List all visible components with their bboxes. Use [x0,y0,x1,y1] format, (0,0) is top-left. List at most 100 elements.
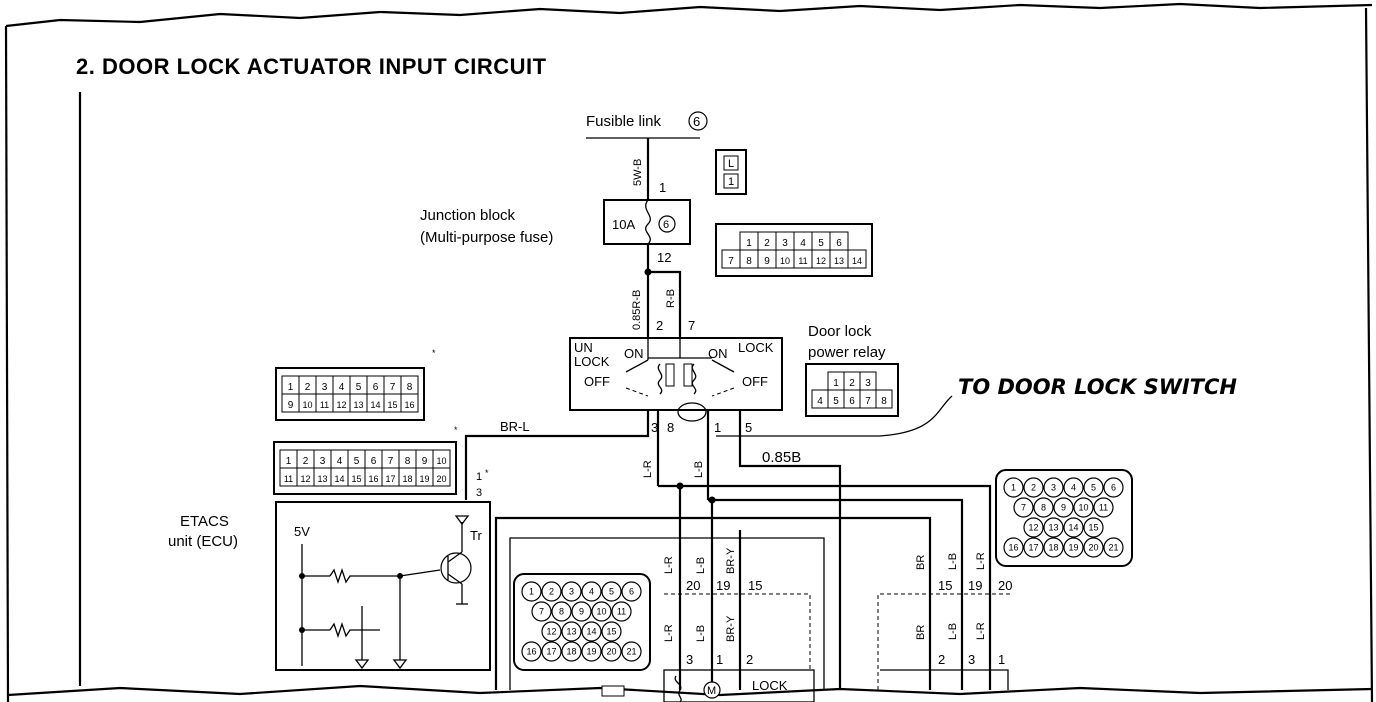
wire-lr-label: L-R [642,460,654,478]
connector-pin: 9 [288,400,294,411]
connector-pin: 2 [303,456,309,467]
connector-pin: 16 [526,647,536,657]
connector-pin: 1 [1011,483,1016,493]
pin-label: 1 [998,652,1005,667]
pin-label: 2 [656,318,663,333]
connector-pin: 17 [546,647,556,657]
connector-pin: 11 [320,400,329,410]
connector-pin: 14 [852,256,862,266]
connector-pin: 9 [1061,503,1066,513]
connector-pin: 3 [1051,483,1056,493]
connector-pin: 4 [800,238,806,249]
connector-pin: 6 [373,382,379,393]
connector-pin: 1 [286,456,292,467]
connector-pin: 12 [336,400,346,410]
connector-pin: 8 [1041,503,1046,513]
connector-pin: 8 [881,396,887,407]
connector-pin: 12 [1028,523,1038,533]
door-module-outline [509,537,825,690]
wire-label: L-B [695,557,707,574]
connector-pin: 11 [617,607,626,617]
connector-pin: 17 [385,474,395,484]
connector-pin: 4 [339,382,345,393]
connector-pin: 3 [865,378,871,389]
door-lock-actuator: M LOCK [601,669,815,702]
door-lock-power-relay: UN LOCK ON OFF ON LOCK OFF [569,337,783,422]
relay-on-left: ON [624,346,644,361]
pin-label: 3 [968,652,975,667]
etacs-label-line2: unit (ECU) [168,533,238,550]
connector-pin: 21 [626,647,636,657]
connector-pin: 2 [1031,483,1036,493]
connector-pin: 9 [764,256,770,267]
connector-pin: L [728,158,734,170]
wire-brl-label: BR-L [500,419,530,434]
connector-pin: 1 [529,587,534,597]
connector-pin: 2 [549,587,554,597]
connector-pin: 3 [320,456,326,467]
connector-pin: 5 [833,396,839,407]
connector-pin: 10 [596,607,606,617]
wire-085rb-label: 0.85R-B [631,290,643,330]
annotation-leader [716,395,953,437]
pin-label: 19 [716,578,730,593]
connector-pin: 1 [728,176,734,188]
fusible-link-label: Fusible link [586,113,662,130]
connector-pin: 5 [609,587,614,597]
wire-085b [738,410,842,690]
relay-off-left: OFF [584,374,610,389]
diagram-title: 2. DOOR LOCK ACTUATOR INPUT CIRCUIT [76,54,547,79]
connector-pin: 16 [404,400,414,410]
connector-pin: 3 [322,382,328,393]
marker-star: * [454,425,458,435]
connector-pin: 7 [539,607,544,617]
connector-pin: 21 [1108,543,1118,553]
pin-label: 15 [938,578,952,593]
connector-pin: 5 [356,382,362,393]
connector-pin: 10 [436,456,446,466]
fusible-link-number: 6 [693,114,700,129]
bus-lr [658,484,992,690]
pin-label: 2 [746,652,753,667]
connector-pin: 6 [836,238,842,249]
connector-pin: 3 [569,587,574,597]
connector-pin: 20 [436,474,446,484]
relay-label-line2: power relay [808,344,886,361]
junction-block-line1: Junction block [420,207,516,224]
connector-small: L 1 [715,149,747,195]
connector-pin: 8 [746,256,752,267]
connector-pin: 19 [586,647,596,657]
pin-label: 15 [748,578,762,593]
relay-lock: LOCK [738,340,774,355]
connector-pin: 9 [579,607,584,617]
connector-pin: 16 [368,474,378,484]
connector-pin: 19 [419,474,429,484]
connector-pin: 9 [422,456,428,467]
etacs-unit: ETACS unit (ECU) 5V Tr [168,501,491,671]
relay-label-line1: Door lock [808,323,872,340]
connector-pin: 19 [1068,543,1078,553]
connector-pin: 6 [849,396,855,407]
connector-pin: 20 [1088,543,1098,553]
connector-pin: 13 [1048,523,1058,533]
page-border [4,2,1374,702]
connector-pin: 5 [818,238,824,249]
connector-pin: 13 [834,256,844,266]
connector-pin: 18 [566,647,576,657]
wire-label: L-B [947,553,959,570]
connector-pin: 1 [746,238,752,249]
pin-label: 2 [938,652,945,667]
wire-label: L-R [975,622,987,640]
junction-block-line2: (Multi-purpose fuse) [420,229,553,246]
wire-label: BR [915,625,927,640]
annotation-to-door-lock-switch: TO DOOR LOCK SWITCH [958,375,1237,399]
pin-label: 7 [688,318,695,333]
fuse-rating: 10A [612,217,635,232]
wire-brl [464,410,650,500]
wire-label: BR [915,555,927,570]
connector-pin: 12 [300,474,310,484]
connector-pin: 14 [586,627,596,637]
